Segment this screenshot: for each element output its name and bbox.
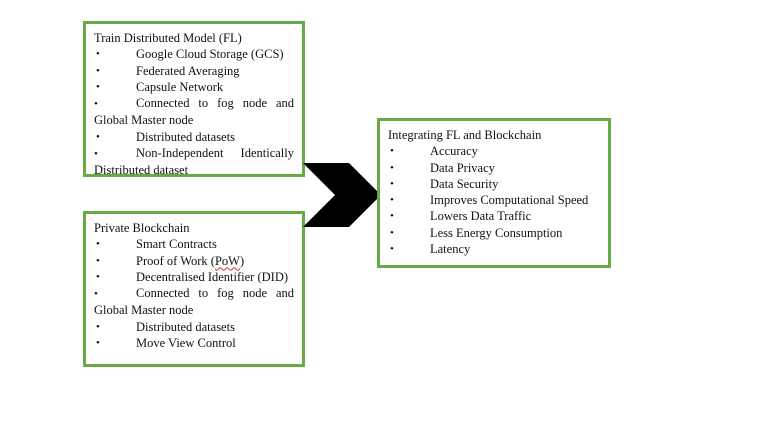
list-item: • Latency (388, 241, 600, 257)
item-text: Connected to fog node and Global Master … (94, 286, 294, 318)
bullet: • (96, 64, 100, 77)
item-text: Google Cloud Storage (GCS) (136, 47, 284, 62)
integration-box-title: Integrating FL and Blockchain (388, 128, 542, 142)
bullet: • (390, 210, 394, 223)
item-text: Smart Contracts (136, 237, 217, 252)
bullet: • (96, 337, 100, 350)
bullet: • (96, 80, 100, 93)
item-text: Data Security (430, 176, 499, 191)
item-text: Distributed datasets (136, 129, 235, 144)
list-item: • Federated Averaging (94, 63, 294, 79)
bullet: • (94, 148, 98, 161)
list-item: • Lowers Data Traffic (388, 208, 600, 224)
integration-box: Integrating FL and Blockchain • Accuracy … (377, 118, 611, 268)
spellcheck-flagged-word: PoW (214, 253, 240, 268)
list-item: • Data Privacy (388, 160, 600, 176)
item-text: Less Energy Consumption (430, 225, 563, 240)
item-text: Capsule Network (136, 79, 224, 94)
list-item: • Accuracy (388, 143, 600, 159)
item-text-part: ) (239, 253, 245, 268)
item-text: Distributed datasets (136, 319, 235, 334)
list-item: • Move View Control (94, 335, 294, 351)
bullet: • (390, 226, 394, 239)
blockchain-box-title: Private Blockchain (94, 221, 190, 235)
list-item: •Connected to fog node and Global Master… (94, 95, 294, 129)
list-item: • Smart Contracts (94, 236, 294, 252)
item-text: Non-Independent Identically Distributed … (94, 146, 294, 178)
list-item: • Data Security (388, 176, 600, 192)
bullet: • (94, 288, 98, 301)
item-text-part: Proof of Work ( (136, 253, 215, 268)
bullet: • (96, 270, 100, 283)
fl-training-box: Train Distributed Model (FL) • Google Clo… (83, 21, 305, 177)
bullet: • (96, 48, 100, 61)
list-item: • Decentralised Identifier (DID) (94, 269, 294, 285)
list-item: • Proof of Work (PoW) (94, 253, 294, 269)
item-text: Connected to fog node and Global Master … (94, 96, 294, 128)
item-text: Decentralised Identifier (DID) (136, 269, 289, 284)
bullet: • (390, 194, 394, 207)
item-text: Accuracy (430, 144, 478, 159)
bullet: • (390, 177, 394, 190)
chevron-shape (303, 163, 381, 227)
bullet: • (96, 320, 100, 333)
item-text: Lowers Data Traffic (430, 209, 532, 224)
bullet: • (390, 161, 394, 174)
bullet: • (96, 238, 100, 251)
bullet: • (390, 243, 394, 256)
list-item: • Capsule Network (94, 79, 294, 95)
item-text: Latency (430, 242, 471, 257)
blockchain-box-list: • Smart Contracts • Proof of Work (PoW) • D… (94, 236, 294, 351)
bullet: • (96, 130, 100, 143)
chevron-right-arrow-icon (303, 163, 381, 227)
item-text: Move View Control (136, 336, 236, 351)
bullet: • (94, 98, 98, 111)
item-text: Data Privacy (430, 160, 495, 175)
list-item: • Distributed datasets (94, 129, 294, 145)
list-item: •Connected to fog node and Global Master… (94, 285, 294, 319)
private-blockchain-box: Private Blockchain • Smart Contracts • Pro… (83, 211, 305, 367)
item-text: Improves Computational Speed (430, 193, 589, 208)
bullet: • (96, 254, 100, 267)
list-item: • Distributed datasets (94, 319, 294, 335)
list-item: • Google Cloud Storage (GCS) (94, 46, 294, 62)
list-item: • Improves Computational Speed (388, 192, 600, 208)
list-item: • Less Energy Consumption (388, 225, 600, 241)
fl-box-list: • Google Cloud Storage (GCS) • Federated A… (94, 46, 294, 178)
integration-box-list: • Accuracy • Data Privacy • Data Security •… (388, 143, 600, 257)
item-text: Federated Averaging (136, 63, 240, 78)
fl-box-title: Train Distributed Model (FL) (94, 31, 242, 45)
list-item: •Non-Independent Identically Distributed… (94, 145, 294, 179)
bullet: • (390, 145, 394, 158)
item-text: Proof of Work (PoW) (136, 254, 244, 268)
